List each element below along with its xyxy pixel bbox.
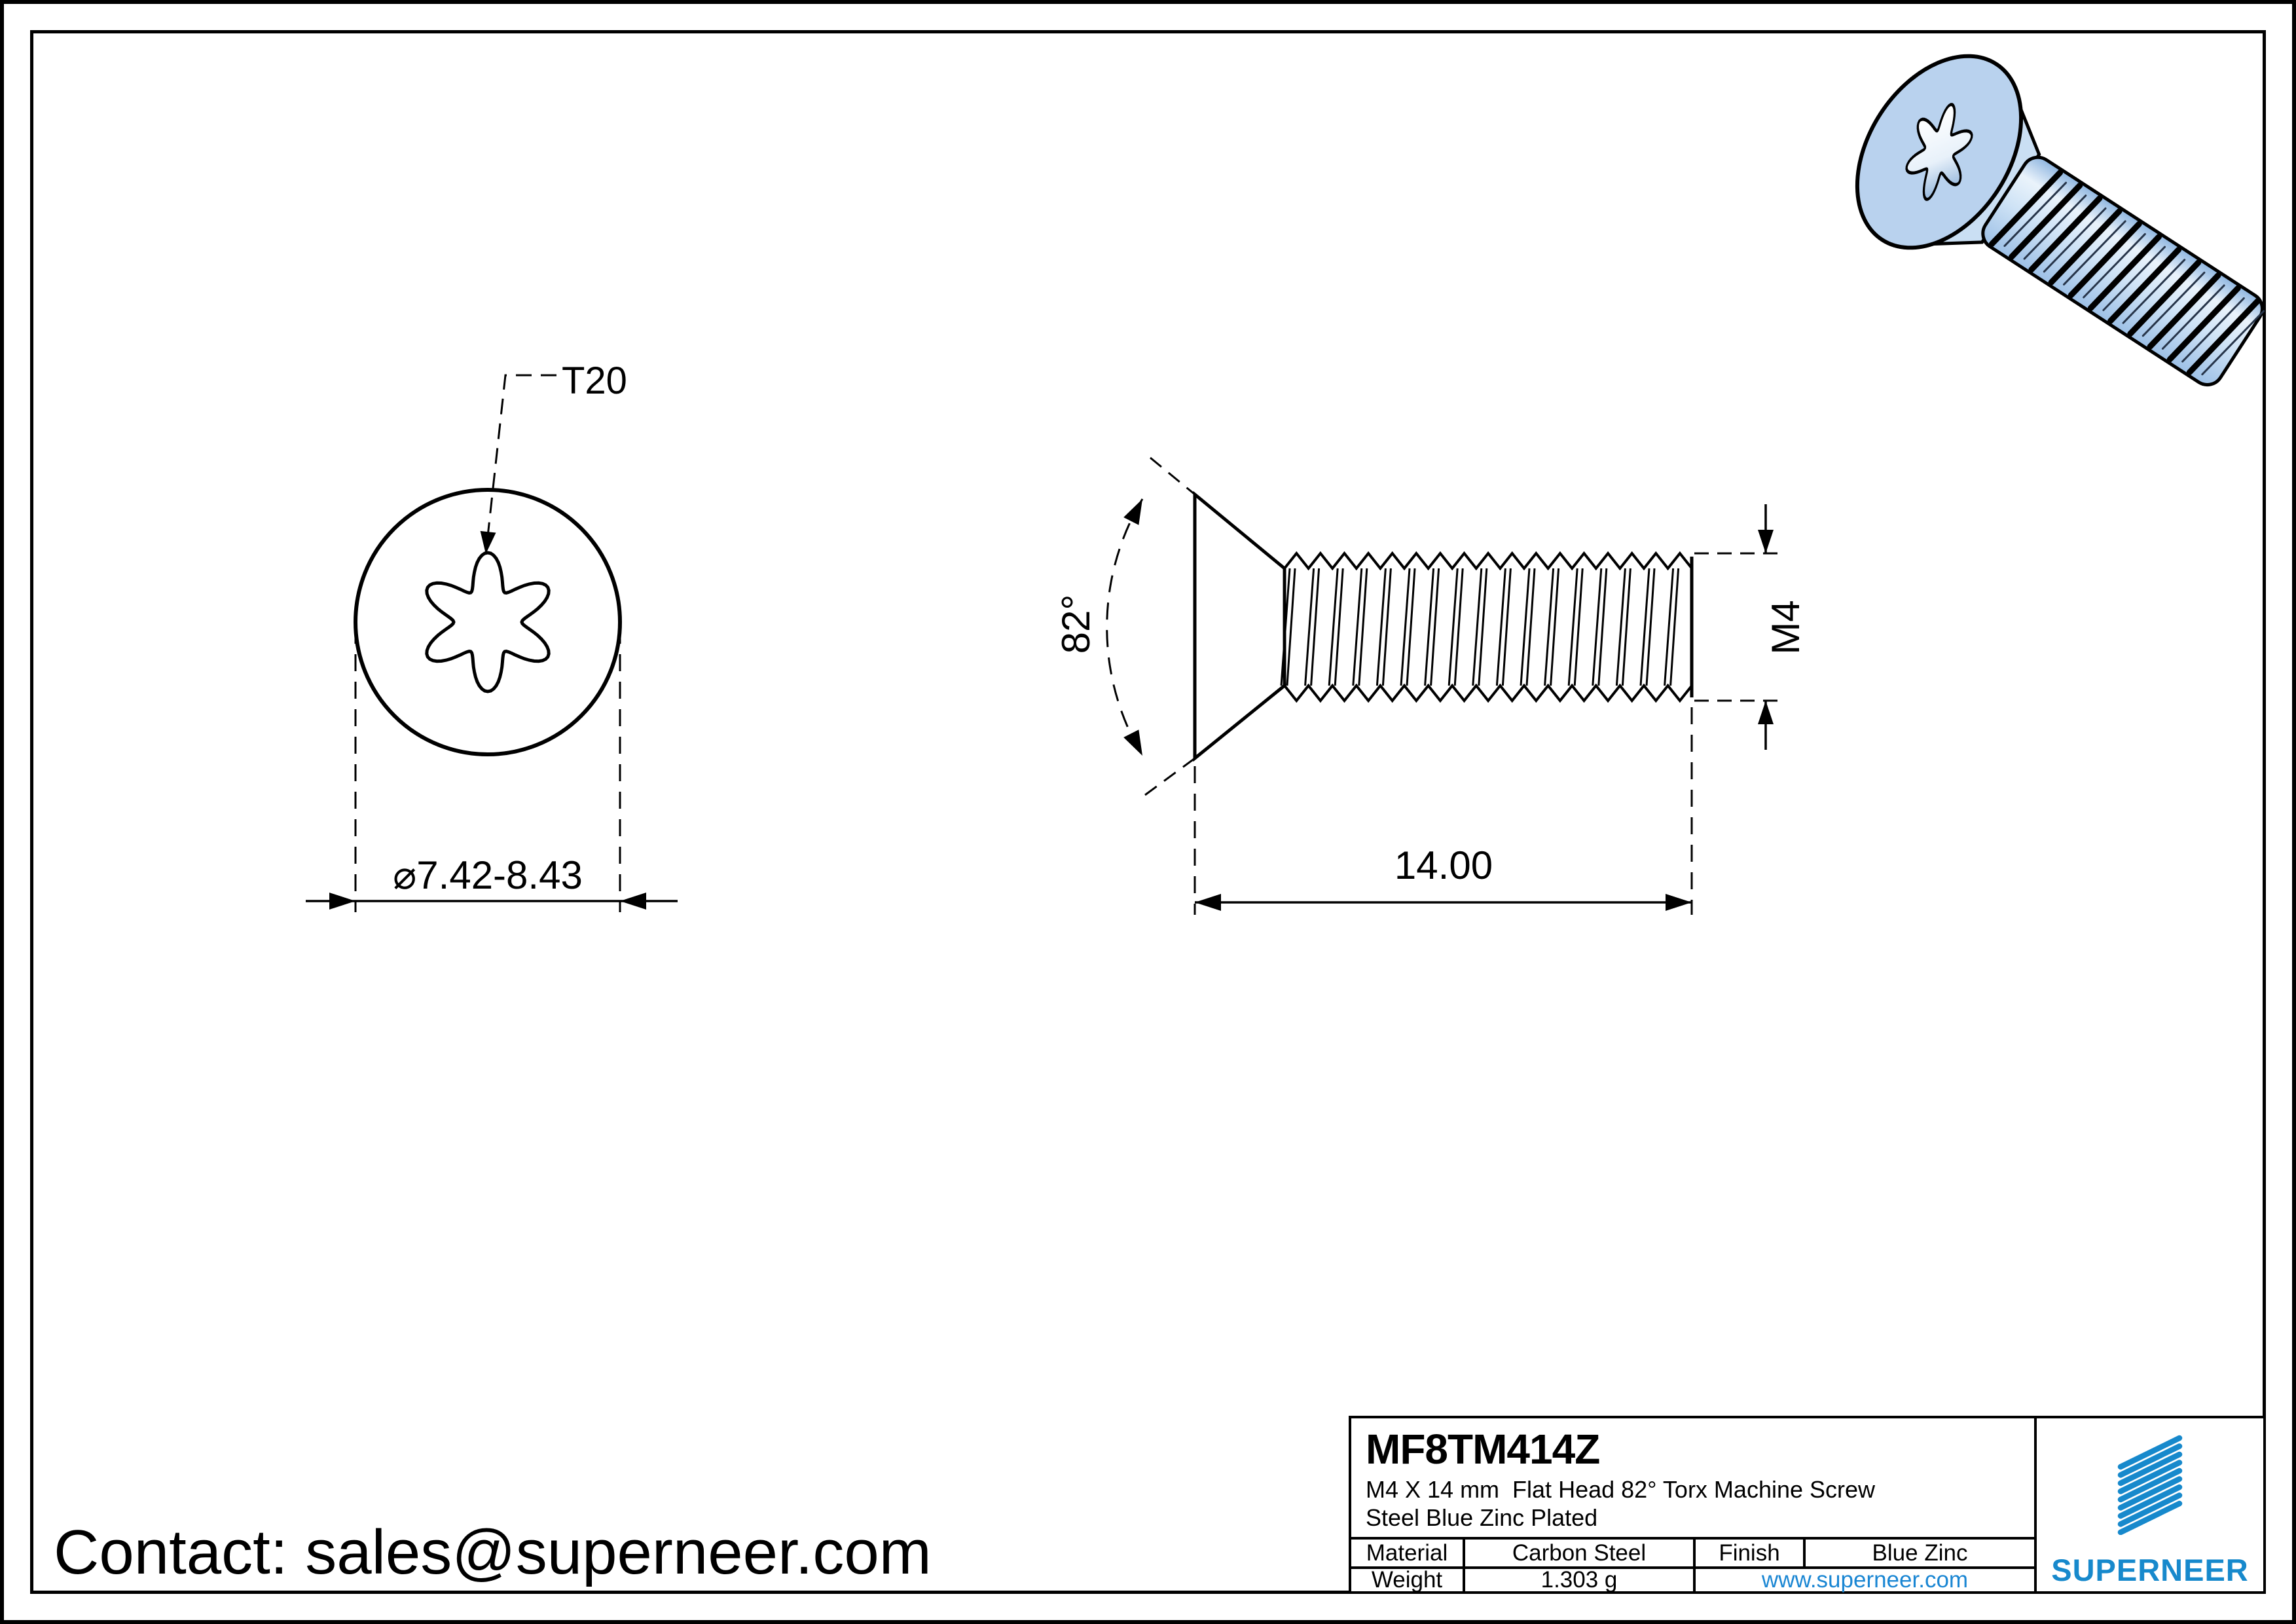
title-block-info: MF8TM414Z M4 X 14 mm Flat Head 82° Torx … — [1351, 1418, 2037, 1593]
angle-arc — [1106, 498, 1144, 756]
material-label: Material — [1351, 1540, 1465, 1566]
length-extension-lines — [1194, 707, 1693, 915]
front-view-drawing: T20 ⌀7.42-8.43 — [306, 360, 678, 912]
extension-lines — [354, 627, 621, 912]
website-link[interactable]: www.superneer.com — [1761, 1567, 1969, 1593]
angle-extension-lines — [1144, 456, 1195, 796]
arc-arrow-icon — [1123, 729, 1142, 756]
head-angle-label: 82° — [1054, 595, 1098, 654]
screw-head-outline — [354, 488, 622, 756]
thread-bands — [1988, 170, 2261, 376]
thread-crest-bottom — [1283, 683, 1693, 703]
part-description-line1: M4 X 14 mm Flat Head 82° Torx Machine Sc… — [1366, 1476, 1876, 1503]
torx-recess-outline — [425, 551, 551, 693]
part-number: MF8TM414Z — [1366, 1426, 1600, 1473]
material-value: Carbon Steel — [1465, 1540, 1696, 1566]
thread-size-label: M4 — [1764, 600, 1808, 654]
finish-label: Finish — [1696, 1540, 1806, 1566]
torx-leader-line — [484, 374, 556, 555]
thread-extension-lines — [1694, 552, 1783, 702]
torx-size-label: T20 — [562, 360, 627, 402]
dimension-arrow-icon — [329, 893, 355, 910]
dimension-arrow-icon — [1195, 894, 1221, 911]
arc-arrow-icon — [1123, 499, 1142, 525]
leader-arrow-icon — [480, 530, 496, 554]
countersunk-head-profile — [1193, 490, 1286, 762]
part-description-area: MF8TM414Z M4 X 14 mm Flat Head 82° Torx … — [1351, 1418, 2034, 1537]
contact-email-text: Contact: sales@superneer.com — [54, 1517, 932, 1587]
superneer-logo-icon — [2117, 1435, 2183, 1535]
diameter-dimension-label: ⌀7.42-8.43 — [393, 853, 583, 897]
dimension-arrow-icon — [1666, 894, 1692, 911]
dimension-arrow-icon — [1758, 530, 1774, 553]
weight-label: Weight — [1351, 1567, 1465, 1593]
drawing-frame — [30, 30, 2266, 1594]
thread-flank-lines — [1280, 568, 1680, 686]
thread-band-detail — [2003, 181, 2265, 376]
dimension-arrow-icon — [620, 893, 646, 910]
dimension-arrow-icon — [1758, 701, 1774, 724]
weight-value: 1.303 g — [1465, 1567, 1696, 1593]
brand-name: SUPERNEER — [2051, 1553, 2249, 1587]
screw-3d-render — [1855, 54, 2265, 387]
finish-value: Blue Zinc — [1872, 1540, 1968, 1566]
thread-crest-top — [1283, 551, 1693, 571]
length-dimension-label: 14.00 — [1394, 843, 1493, 887]
side-view-drawing: 82° M4 14.00 — [1054, 456, 1808, 915]
weight-website-row: Weight 1.303 g www.superneer.com — [1351, 1566, 2034, 1593]
brand-logo-cell: SUPERNEER — [2037, 1418, 2263, 1591]
material-finish-row: Material Carbon Steel Finish Blue Zinc — [1351, 1537, 2034, 1566]
torx-recess-3d — [1905, 103, 1973, 201]
title-block: MF8TM414Z M4 X 14 mm Flat Head 82° Torx … — [1349, 1416, 2266, 1594]
part-description-line2: Steel Blue Zinc Plated — [1366, 1504, 1598, 1531]
